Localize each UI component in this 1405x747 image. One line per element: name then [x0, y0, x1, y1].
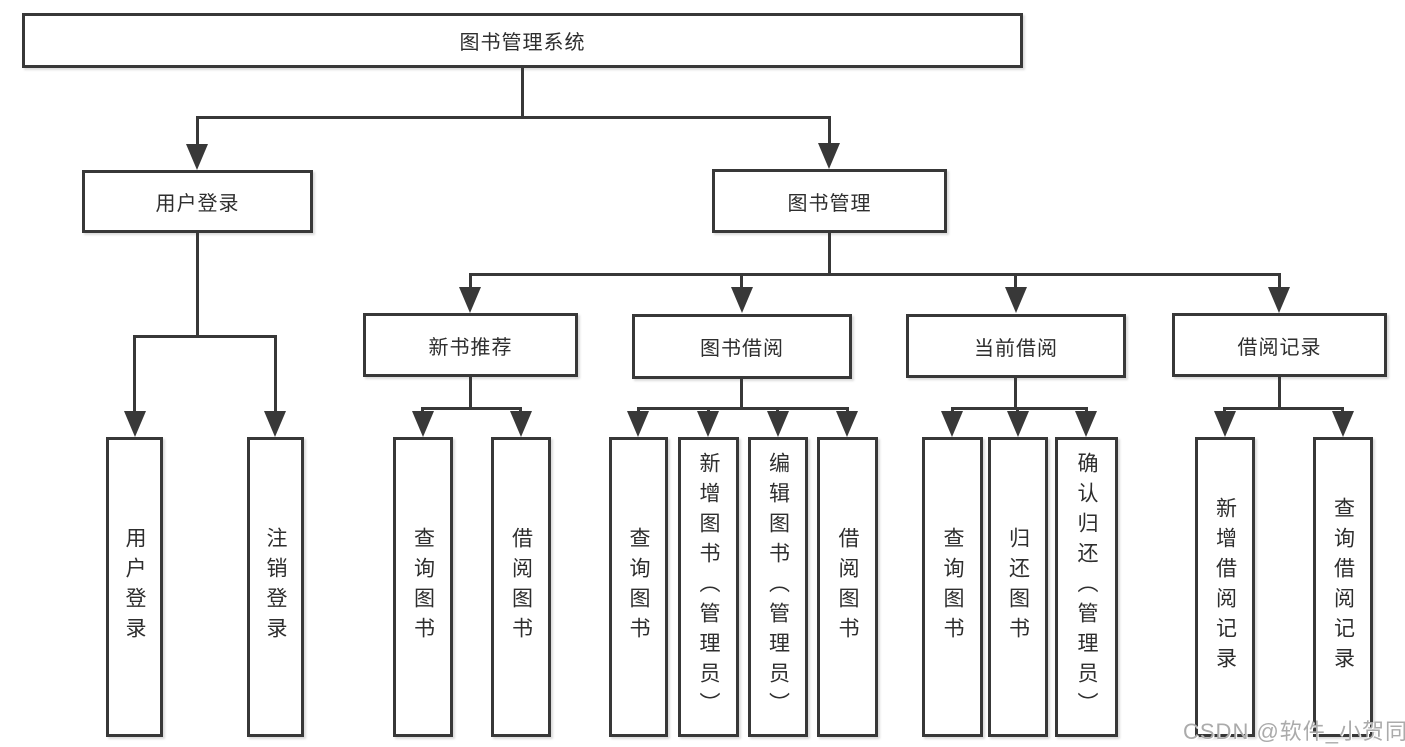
leaf-current-confirm-return-admin: 确认归还（管理员）: [1055, 437, 1118, 737]
connector-new-book-trunk: [469, 377, 472, 410]
node-book-borrowing: 图书借阅: [632, 314, 852, 379]
connector-arrow-book-mgmt-shaft: [828, 116, 831, 146]
arrowhead-cur-borrow-icon: [1005, 287, 1027, 313]
connector-user-login-bus: [133, 335, 277, 338]
connector-arrow-leaf-user-login-shaft: [133, 335, 136, 413]
arrowhead-cb-return-icon: [1007, 411, 1029, 437]
connector-book-mgmt-trunk: [828, 233, 831, 276]
connector-level1-bus: [196, 116, 831, 119]
arrowhead-book-borrow-icon: [731, 287, 753, 313]
arrowhead-book-mgmt-icon: [818, 143, 840, 169]
arrowhead-borrow-rec-icon: [1268, 287, 1290, 313]
arrowhead-cb-query-icon: [941, 411, 963, 437]
arrowhead-leaf-logout-icon: [264, 411, 286, 437]
arrowhead-user-login-icon: [186, 144, 208, 170]
leaf-records-add-borrow-record: 新增借阅记录: [1195, 437, 1255, 737]
connector-book-borrow-bus: [637, 407, 849, 410]
connector-cur-borrow-bus: [951, 407, 1088, 410]
connector-cur-borrow-trunk: [1014, 378, 1017, 410]
connector-arrow-book-borrow-shaft: [740, 273, 743, 289]
leaf-current-return-books: 归还图书: [988, 437, 1048, 737]
connector-level3-bus: [469, 273, 1281, 276]
connector-book-borrow-trunk: [740, 378, 743, 410]
arrowhead-new-book-icon: [459, 287, 481, 313]
arrowhead-bb-borrow-icon: [836, 411, 858, 437]
arrowhead-bb-add-icon: [697, 411, 719, 437]
leaf-newbook-borrow-books: 借阅图书: [491, 437, 551, 737]
node-current-borrowing: 当前借阅: [906, 314, 1126, 378]
connector-new-book-bus: [421, 407, 522, 410]
csdn-watermark: CSDN @软件_小贺同学: [1183, 719, 1405, 744]
connector-arrow-new-book-shaft: [469, 273, 472, 289]
node-library-management-system: 图书管理系统: [22, 13, 1023, 68]
node-book-management: 图书管理: [712, 169, 947, 233]
connector-arrow-leaf-logout-shaft: [274, 335, 277, 413]
arrowhead-bb-edit-icon: [767, 411, 789, 437]
arrowhead-cb-confirm-icon: [1075, 411, 1097, 437]
leaf-newbook-query-books: 查询图书: [393, 437, 453, 737]
leaf-borrowing-edit-books-admin: 编辑图书（管理员）: [748, 437, 808, 737]
node-borrow-records: 借阅记录: [1172, 313, 1387, 377]
connector-root-trunk: [521, 68, 524, 119]
leaf-borrowing-add-books-admin: 新增图书（管理员）: [678, 437, 739, 737]
leaf-user-login: 用户登录: [106, 437, 163, 737]
connector-arrow-cur-borrow-shaft: [1014, 273, 1017, 289]
node-new-book-recommend: 新书推荐: [363, 313, 578, 377]
arrowhead-br-query-icon: [1332, 411, 1354, 437]
leaf-current-query-books: 查询图书: [922, 437, 983, 737]
leaf-records-query-borrow-record: 查询借阅记录: [1313, 437, 1373, 737]
connector-arrow-borrow-rec-shaft: [1278, 273, 1281, 289]
connector-borrow-rec-bus: [1223, 407, 1344, 410]
arrowhead-nb-borrow-icon: [510, 411, 532, 437]
leaf-borrowing-borrow-books: 借阅图书: [817, 437, 878, 737]
leaf-borrowing-query-books: 查询图书: [609, 437, 668, 737]
connector-arrow-user-login-shaft: [196, 116, 199, 146]
leaf-logout: 注销登录: [247, 437, 304, 737]
arrowhead-leaf-user-login-icon: [124, 411, 146, 437]
arrowhead-bb-query-icon: [627, 411, 649, 437]
arrowhead-br-add-icon: [1214, 411, 1236, 437]
connector-user-login-trunk: [196, 233, 199, 338]
arrowhead-nb-query-icon: [412, 411, 434, 437]
connector-borrow-rec-trunk: [1278, 377, 1281, 410]
node-user-login: 用户登录: [82, 170, 313, 233]
